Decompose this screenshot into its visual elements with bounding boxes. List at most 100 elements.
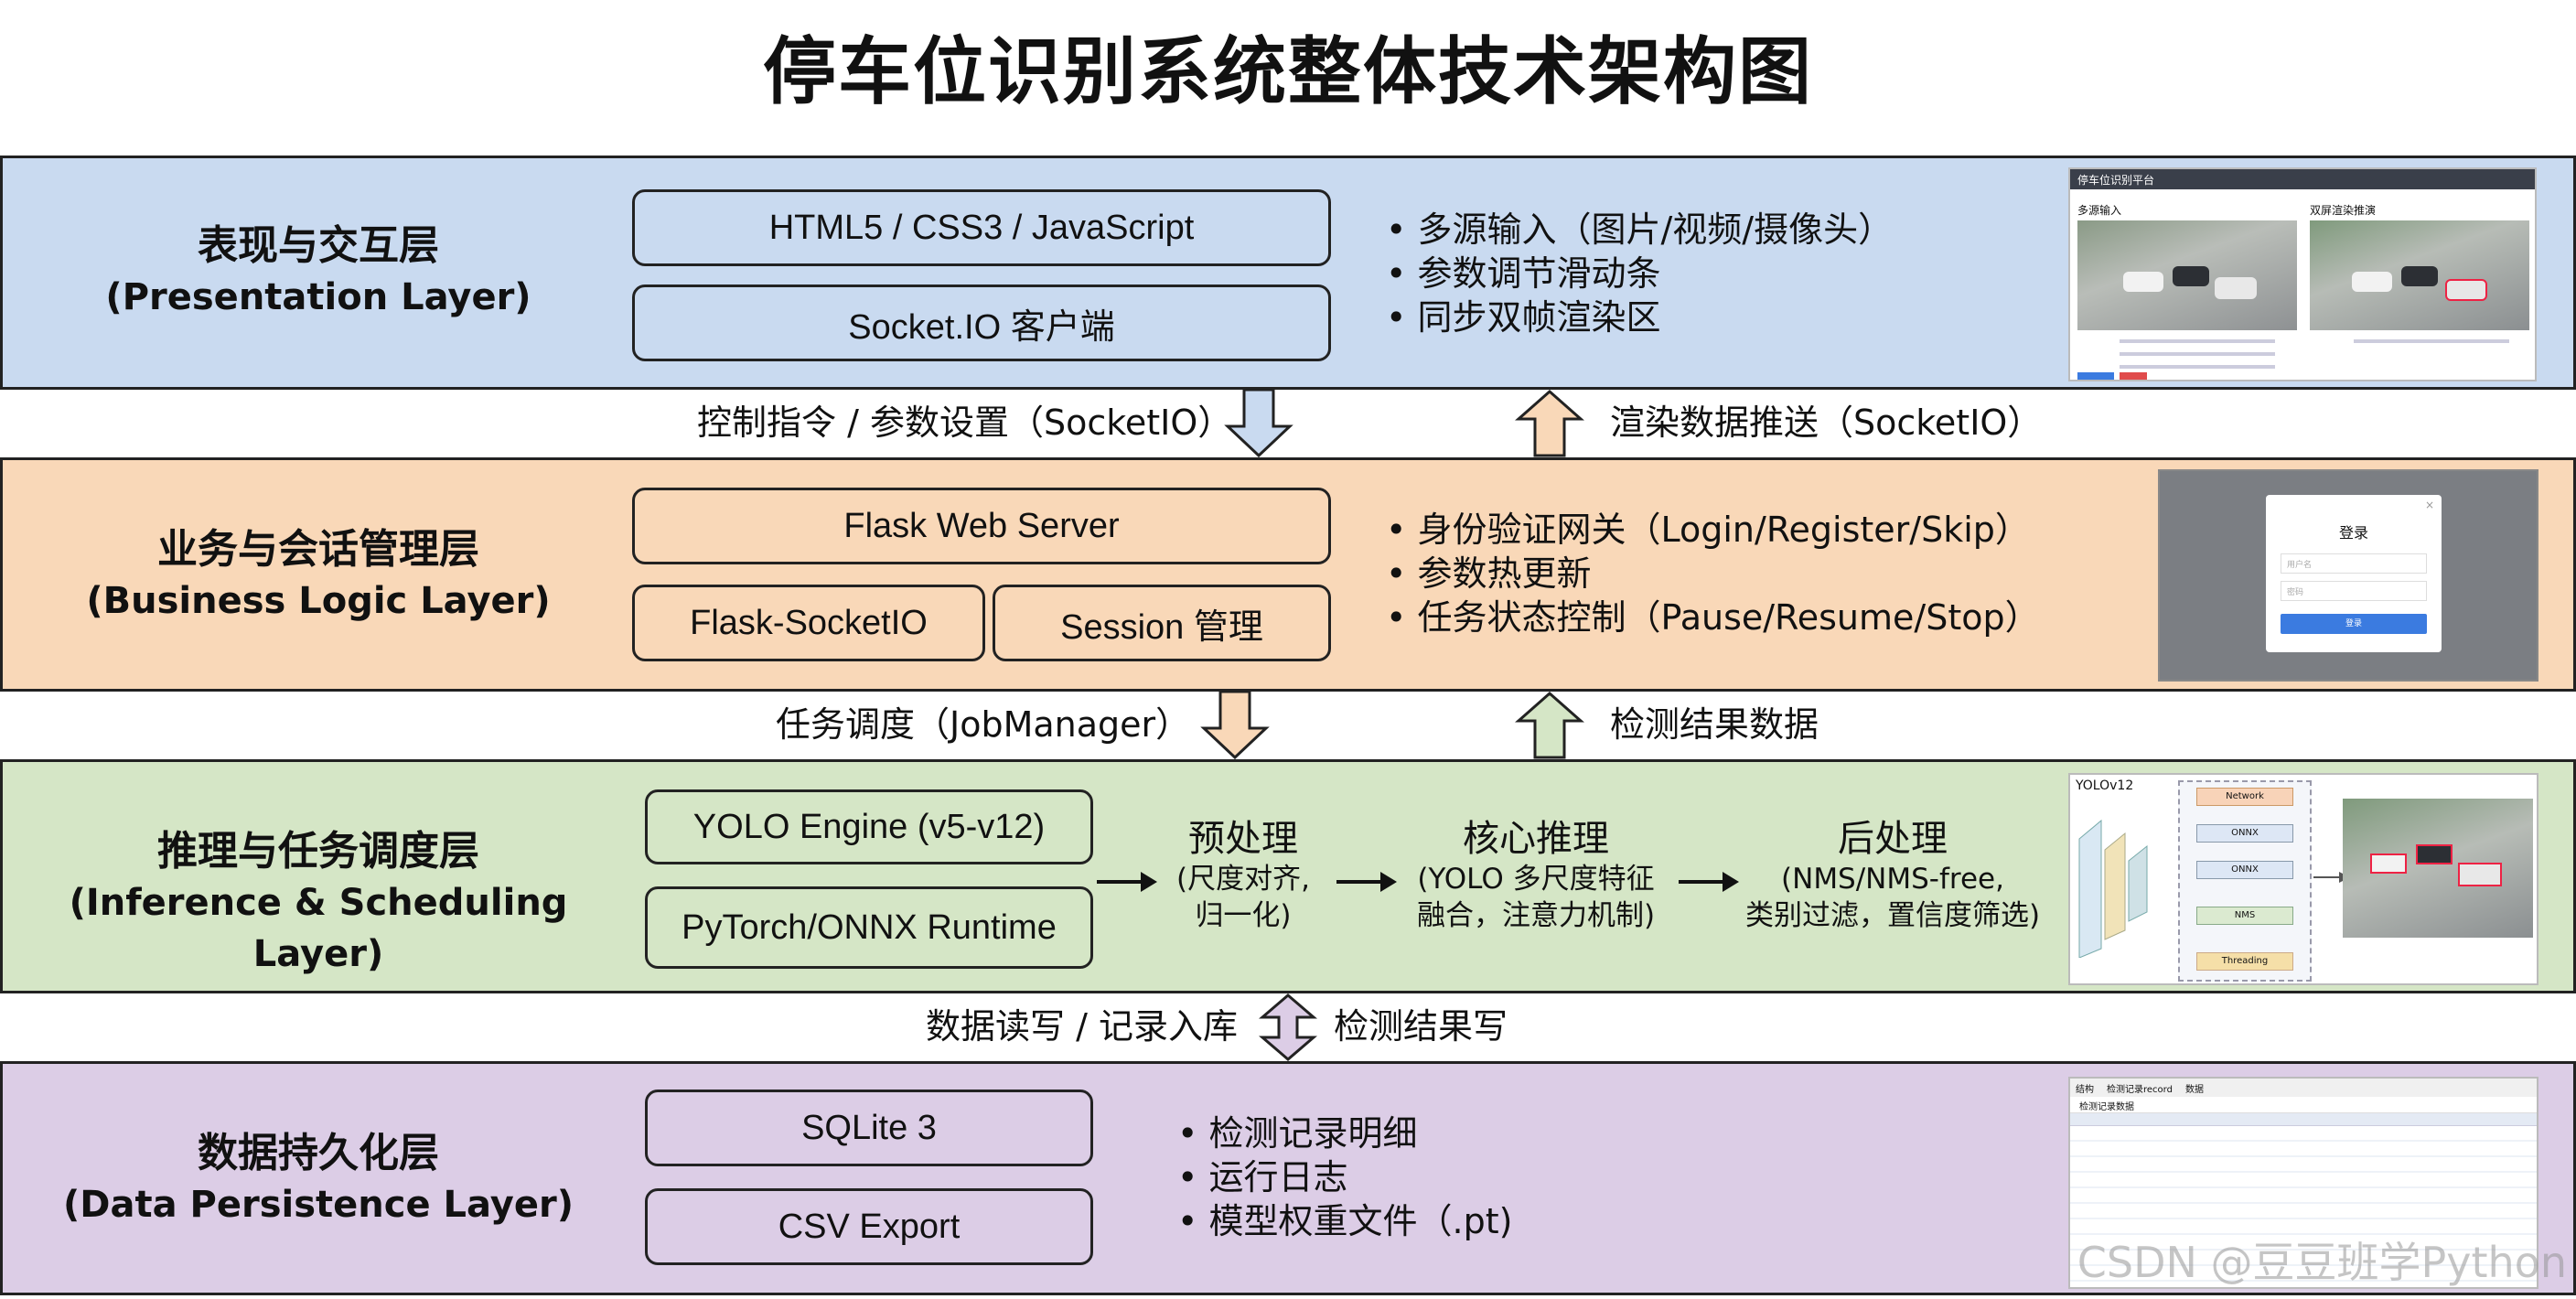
- model-label: YOLOv12: [2076, 778, 2134, 793]
- diagram-title: 停车位识别系统整体技术架构图: [763, 29, 1813, 114]
- persistence-layer-name-en: (Data Persistence Layer): [63, 1184, 574, 1226]
- username-field: 用户名: [2281, 553, 2427, 574]
- network-layers-icon: [2078, 819, 2148, 958]
- persistence-features: 检测记录明细 运行日志 模型权重文件（.pt): [1177, 1111, 1513, 1243]
- node-threading: Threading: [2196, 952, 2293, 971]
- pipeline-step-postprocess: 后处理 (NMS/NMS-free, 类别过滤，置信度筛选): [1737, 817, 2048, 934]
- db-tab: 结构: [2076, 1085, 2094, 1095]
- arrow-down-icon: [1200, 692, 1270, 759]
- presentation-layer: 表现与交互层 (Presentation Layer) HTML5 / CSS3…: [0, 156, 2576, 390]
- inference-layer-name: 推理与任务调度层 (Inference & Scheduling Layer): [3, 826, 634, 980]
- business-features: 身份验证网关（Login/Register/Skip） 参数热更新 任务状态控制…: [1386, 508, 2040, 639]
- step-title: 后处理: [1838, 818, 1948, 860]
- thumb-button-red: [2120, 372, 2147, 380]
- pipeline-dashed-box: Network ONNX ONNX NMS Threading: [2178, 780, 2312, 982]
- persistence-layer-name-cn: 数据持久化层: [198, 1130, 439, 1176]
- step-desc: (尺度对齐,: [1176, 863, 1310, 896]
- component-html5: HTML5 / CSS3 / JavaScript: [632, 189, 1331, 266]
- inference-layer-name-en: (Inference & Scheduling Layer): [69, 882, 568, 975]
- business-layer: 业务与会话管理层 (Business Logic Layer) Flask We…: [0, 457, 2576, 692]
- thumb-header-bar: 停车位识别平台: [2070, 169, 2535, 189]
- connector-label-job: 任务调度（JobManager）: [776, 704, 1191, 745]
- db-tabs: 结构 检测记录record 数据: [2070, 1079, 2537, 1097]
- feature-item: 模型权重文件（.pt): [1177, 1199, 1513, 1243]
- step-title: 核心推理: [1463, 818, 1609, 860]
- flow-arrow-icon: [1679, 872, 1739, 892]
- db-header-row: [2070, 1113, 2537, 1126]
- connector-label-write: 检测结果写: [1334, 1006, 1508, 1047]
- step-desc: (NMS/NMS-free,: [1781, 863, 2004, 896]
- node-onnx-1: ONNX: [2196, 824, 2293, 843]
- thumb-button-blue: [2077, 372, 2114, 380]
- component-sqlite: SQLite 3: [645, 1090, 1093, 1166]
- presentation-layer-name: 表现与交互层 (Presentation Layer): [3, 220, 634, 323]
- login-screenshot-thumbnail: × 登录 用户名 密码 登录: [2158, 469, 2538, 682]
- component-flask-socketio: Flask-SocketIO: [632, 585, 985, 661]
- component-flask-web-server: Flask Web Server: [632, 488, 1331, 564]
- slider-track: [2354, 339, 2509, 343]
- arrow-down-icon: [1224, 390, 1293, 457]
- login-button: 登录: [2281, 614, 2427, 634]
- thumb-panel-left-label: 多源输入: [2077, 204, 2122, 217]
- connector-label-detect: 检测结果数据: [1610, 704, 1819, 745]
- close-icon: ×: [2424, 499, 2434, 511]
- node-network: Network: [2196, 788, 2293, 806]
- pipeline-step-preprocess: 预处理 (尺度对齐, 归一化): [1152, 817, 1335, 934]
- step-desc: 归一化): [1195, 899, 1292, 932]
- flow-arrow-icon: [1336, 872, 1397, 892]
- component-csv-export: CSV Export: [645, 1188, 1093, 1265]
- business-layer-name-en: (Business Logic Layer): [86, 580, 551, 622]
- db-tab: 检测记录record: [2107, 1085, 2173, 1095]
- component-pytorch-onnx: PyTorch/ONNX Runtime: [645, 886, 1093, 969]
- db-toolbar: 检测记录数据: [2070, 1097, 2537, 1113]
- slider-track: [2120, 352, 2275, 356]
- feature-item: 身份验证网关（Login/Register/Skip）: [1386, 508, 2040, 552]
- pipeline-step-inference: 核心推理 (YOLO 多尺度特征 融合，注意力机制): [1399, 817, 1673, 934]
- architecture-thumbnail: YOLOv12 Network ONNX ONNX NMS Threading: [2068, 773, 2538, 985]
- step-desc: 类别过滤，置信度筛选): [1744, 899, 2041, 932]
- slider-track: [2120, 339, 2275, 343]
- arrow-up-icon: [1515, 692, 1584, 759]
- watermark-text: CSDN @豆豆班学Python: [2077, 1238, 2567, 1287]
- presentation-features: 多源输入（图片/视频/摄像头） 参数调节滑动条 同步双帧渲染区: [1386, 208, 1894, 339]
- presentation-layer-name-en: (Presentation Layer): [105, 276, 531, 318]
- parking-image-left: [2077, 220, 2297, 330]
- feature-item: 参数调节滑动条: [1386, 252, 1893, 295]
- ui-screenshot-thumbnail: 停车位识别平台 多源输入 双屏渲染推演: [2068, 167, 2537, 381]
- database-table-thumbnail: 结构 检测记录record 数据 检测记录数据: [2068, 1077, 2538, 1289]
- node-nms: NMS: [2196, 907, 2293, 925]
- persistence-layer-name: 数据持久化层 (Data Persistence Layer): [3, 1128, 634, 1230]
- component-yolo-engine: YOLO Engine (v5-v12): [645, 789, 1093, 864]
- step-desc: 融合，注意力机制): [1416, 899, 1656, 932]
- persistence-layer: 数据持久化层 (Data Persistence Layer) SQLite 3…: [0, 1061, 2576, 1295]
- component-session-management: Session 管理: [993, 585, 1331, 661]
- connector-label-render: 渲染数据推送（SocketIO）: [1610, 403, 2043, 443]
- slider-track: [2120, 365, 2275, 369]
- thumb-panel-right-label: 双屏渲染推演: [2310, 204, 2377, 217]
- db-tab: 数据: [2184, 1085, 2204, 1095]
- parking-image-right: [2310, 220, 2529, 330]
- inference-layer-name-cn: 推理与任务调度层: [157, 828, 479, 875]
- step-desc: (YOLO 多尺度特征: [1417, 863, 1655, 896]
- detection-result-image: [2343, 799, 2533, 938]
- feature-item: 运行日志: [1177, 1155, 1512, 1199]
- inference-layer: 推理与任务调度层 (Inference & Scheduling Layer) …: [0, 759, 2576, 993]
- arrow-up-icon: [1515, 390, 1584, 457]
- connector-label-readwrite: 数据读写 / 记录入库: [926, 1006, 1238, 1047]
- double-arrow-icon: [1259, 993, 1317, 1061]
- password-field: 密码: [2281, 581, 2427, 601]
- db-data-rows: [2070, 1126, 2537, 1282]
- feature-item: 检测记录明细: [1177, 1111, 1512, 1155]
- business-layer-name: 业务与会话管理层 (Business Logic Layer): [3, 524, 634, 627]
- business-layer-name-cn: 业务与会话管理层: [157, 526, 479, 573]
- flow-arrow-icon: [1097, 872, 1157, 892]
- login-dialog: × 登录 用户名 密码 登录: [2266, 495, 2442, 652]
- node-onnx-2: ONNX: [2196, 861, 2293, 879]
- login-title: 登录: [2338, 524, 2368, 542]
- feature-item: 任务状态控制（Pause/Resume/Stop）: [1386, 596, 2040, 639]
- feature-item: 参数热更新: [1386, 552, 2040, 596]
- feature-item: 同步双帧渲染区: [1386, 295, 1893, 339]
- step-title: 预处理: [1188, 818, 1298, 860]
- connector-label-control: 控制指令 / 参数设置（SocketIO）: [697, 403, 1233, 443]
- feature-item: 多源输入（图片/视频/摄像头）: [1386, 208, 1894, 252]
